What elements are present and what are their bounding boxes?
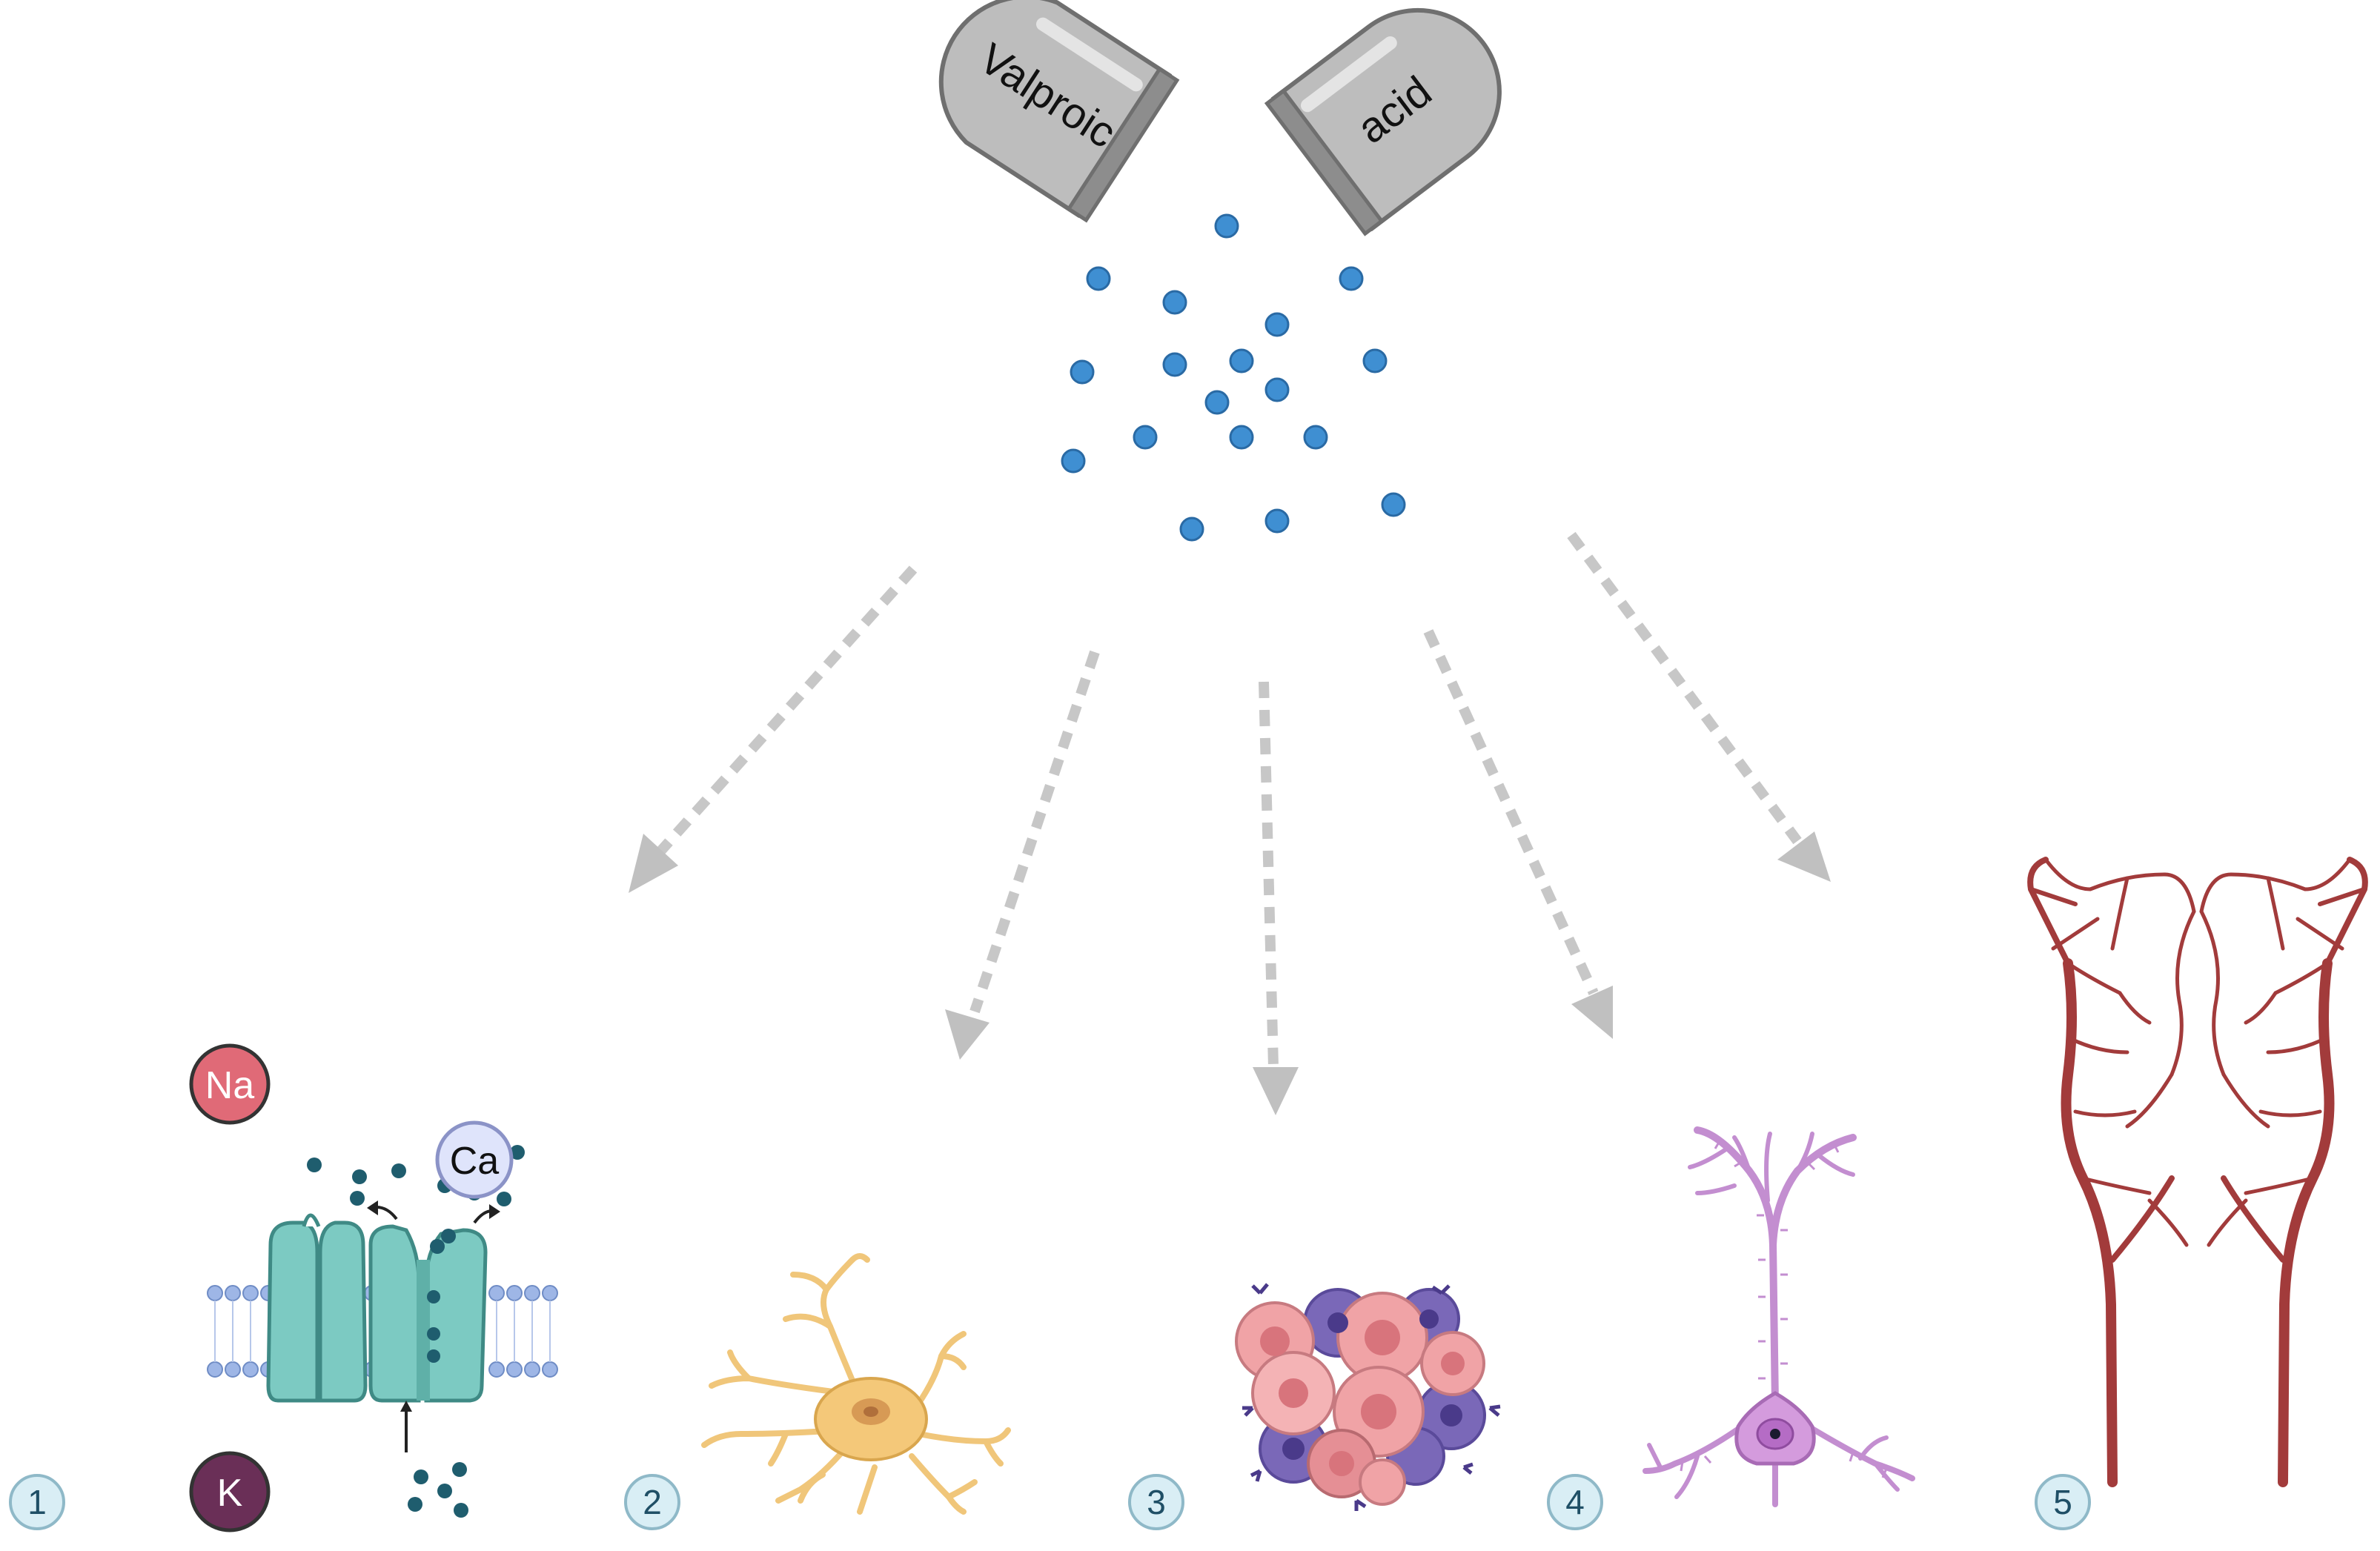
panel-number-3: 3 bbox=[1128, 1474, 1184, 1530]
panel-number-4-label: 4 bbox=[1565, 1483, 1585, 1521]
drug-particle bbox=[1264, 508, 1290, 534]
tumor-cells bbox=[1235, 1288, 1486, 1506]
arrow-to-panel-2 bbox=[945, 650, 1100, 1060]
drug-particles bbox=[1061, 213, 1406, 542]
drug-particle bbox=[1303, 425, 1328, 450]
sodium-ion: Na bbox=[189, 1043, 271, 1125]
drug-particle bbox=[1162, 290, 1187, 315]
potassium-ion: K bbox=[189, 1451, 271, 1532]
vessel-branches bbox=[2043, 857, 2352, 1247]
drug-particle bbox=[1162, 352, 1187, 377]
arrow-to-panel-4 bbox=[1423, 629, 1613, 1039]
dendrite-spines bbox=[1680, 1140, 1888, 1478]
calcium-ion: Ca bbox=[435, 1120, 514, 1199]
drug-particle bbox=[1214, 213, 1239, 239]
drug-particle bbox=[1070, 359, 1095, 385]
drug-particle bbox=[1339, 266, 1364, 291]
drug-particle bbox=[1229, 348, 1254, 373]
neuron-dendrites bbox=[1643, 1126, 1915, 1507]
panel-number-2: 2 bbox=[624, 1474, 680, 1530]
arrow-to-panel-5 bbox=[1567, 531, 1831, 882]
sodium-label: Na bbox=[205, 1064, 255, 1107]
panel-number-3-label: 3 bbox=[1147, 1483, 1166, 1521]
ion-channel-closed bbox=[266, 1213, 368, 1403]
drug-particle bbox=[1381, 492, 1406, 517]
drug-particle bbox=[1229, 425, 1254, 450]
astrocyte-processes bbox=[701, 1253, 1011, 1515]
ion-flow-arrows bbox=[367, 1200, 500, 1452]
drug-particle bbox=[1264, 377, 1290, 402]
capsule-right-half: acid bbox=[1264, 7, 1502, 236]
tumor-nuclei bbox=[1260, 1320, 1465, 1476]
drug-particle bbox=[1362, 348, 1388, 373]
capsule-left-half: Valproic bbox=[938, 0, 1180, 223]
arrow-to-panel-1 bbox=[629, 565, 918, 893]
panel-3-tumor-cluster bbox=[1235, 1283, 1501, 1511]
potassium-label: K bbox=[217, 1472, 243, 1515]
drug-particle bbox=[1264, 312, 1290, 337]
panel-5-brain-vasculature bbox=[2027, 857, 2368, 1487]
drug-particle bbox=[1204, 390, 1230, 415]
panel-number-5-label: 5 bbox=[2053, 1483, 2072, 1521]
ion-channel-open bbox=[368, 1224, 488, 1403]
cell-receptors bbox=[1242, 1283, 1501, 1511]
panel-2-astrocyte bbox=[701, 1253, 1011, 1515]
panel-1-ion-channels: Na Ca K bbox=[189, 1043, 558, 1532]
drug-particle bbox=[1133, 425, 1158, 450]
arrow-to-panel-3 bbox=[1253, 681, 1299, 1115]
panel-number-1: 1 bbox=[9, 1474, 65, 1530]
drug-particle bbox=[1179, 517, 1204, 542]
drug-particle bbox=[1086, 266, 1111, 291]
drug-particle bbox=[1061, 448, 1086, 474]
panel-4-neuron bbox=[1643, 1126, 1915, 1507]
panel-number-1-label: 1 bbox=[27, 1483, 47, 1521]
panel-number-4: 4 bbox=[1547, 1474, 1603, 1530]
calcium-label: Ca bbox=[450, 1140, 500, 1183]
vessel-trunks bbox=[2027, 857, 2368, 1487]
panel-number-2-label: 2 bbox=[643, 1483, 662, 1521]
panel-number-5: 5 bbox=[2035, 1474, 2091, 1530]
